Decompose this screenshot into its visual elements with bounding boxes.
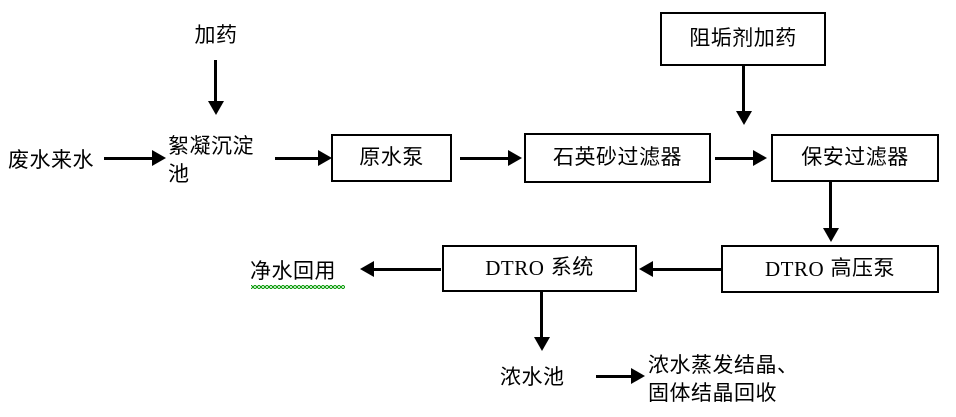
spellcheck-underline xyxy=(251,285,345,289)
node-security-filter[interactable]: 保安过滤器 xyxy=(771,134,939,182)
hp-pump-to-dtro-system-arrowhead xyxy=(639,261,653,277)
node-dtro-system[interactable]: DTRO 系统 xyxy=(442,245,637,292)
dtro-system-to-reuse-arrowhead xyxy=(360,261,374,277)
dtro-hp-pump-latin: DTRO xyxy=(764,256,825,281)
dtro-system-to-concentrate-pool-arrowhead xyxy=(534,337,550,351)
quartz-filter-to-security-filter-arrowhead xyxy=(753,150,767,166)
node-raw-water-pump[interactable]: 原水泵 xyxy=(331,134,452,182)
antiscalant-to-security-filter-shaft xyxy=(742,66,745,114)
tank-to-raw-pump-shaft xyxy=(275,157,321,160)
dtro-system-cjk: 系统 xyxy=(550,256,594,280)
label-concentrate-pool: 浓水池 xyxy=(500,366,565,389)
security-filter-to-hp-pump-shaft xyxy=(829,182,832,231)
dosing-label: 加药 xyxy=(194,24,238,47)
concentrate-pool-to-crystallization-shaft xyxy=(596,375,634,378)
quartz-filter-to-security-filter-shaft xyxy=(715,157,755,160)
node-quartz-sand-filter[interactable]: 石英砂过滤器 xyxy=(524,133,711,183)
label-evaporation-crystallization: 浓水蒸发结晶、 固体结晶回收 xyxy=(648,354,799,405)
raw-pump-to-quartz-filter-arrowhead xyxy=(508,150,522,166)
dtro-hp-pump-cjk: 高压泵 xyxy=(830,256,895,280)
antiscalant-to-security-filter-arrowhead xyxy=(736,111,752,125)
dosing-to-tank-shaft xyxy=(214,60,217,104)
dosing-to-tank-arrowhead xyxy=(208,101,224,115)
label-purified-water-reuse: 净水回用 xyxy=(250,260,336,283)
node-antiscalant-dosing[interactable]: 阻垢剂加药 xyxy=(660,12,826,66)
dtro-system-to-reuse-shaft xyxy=(373,268,441,271)
inflow-to-tank-shaft xyxy=(104,157,154,160)
dtro-system-latin: DTRO xyxy=(485,256,545,281)
tank-to-raw-pump-arrowhead xyxy=(318,150,332,166)
dtro-system-to-concentrate-pool-shaft xyxy=(540,292,543,340)
label-coagulation-sedimentation-tank: 絮凝沉淀 池 xyxy=(168,135,254,186)
security-filter-to-hp-pump-arrowhead xyxy=(823,228,839,242)
concentrate-pool-to-crystallization-arrowhead xyxy=(631,368,645,384)
label-wastewater-inflow: 废水来水 xyxy=(8,149,94,172)
inflow-to-tank-arrowhead xyxy=(152,150,166,166)
node-dtro-high-pressure-pump[interactable]: DTRO 高压泵 xyxy=(721,245,939,293)
hp-pump-to-dtro-system-shaft xyxy=(652,268,721,271)
raw-pump-to-quartz-filter-shaft xyxy=(460,157,510,160)
